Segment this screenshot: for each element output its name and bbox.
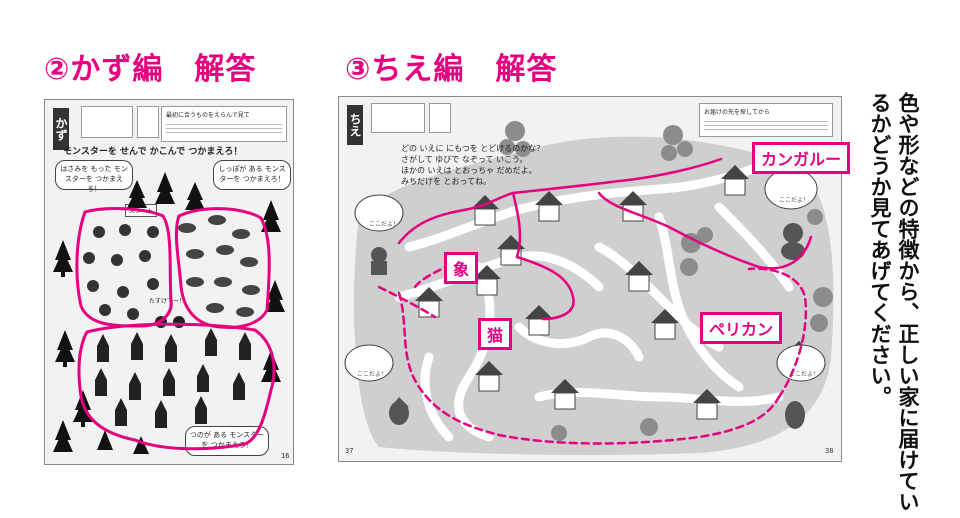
left-title: モンスターを せんで かこんで つかまえろ！ [63,147,243,157]
bubble-horn: つのが ある モンスターを つかまえろ！ [185,426,269,456]
left-tip-text: 最初に合うものをえらんで見て [166,112,250,119]
left-page-number: 16 [281,452,290,460]
delivery-map-illustration [344,121,834,455]
left-maze-illustration [53,172,285,454]
deliver-label-2: ここだよ！ [779,197,810,204]
left-page-tab: かず [53,108,69,150]
intro-line-2: さがして ゆびで なぞって いこう。 [401,155,528,164]
deliver-label-1: ここだよ！ [369,221,400,228]
deliver-label-3: ここだよ！ [357,371,388,378]
right-header-box-2 [429,103,451,133]
left-tip-lines [166,121,282,135]
instruction-vertical: 色や形などの特徴から、正しい家に届けているかどうか見てあげてください。 [868,92,920,512]
intro-line-4: みちだけを とおってね。 [401,177,492,186]
left-header-box-2 [137,106,159,138]
right-page-number-left: 37 [345,447,354,455]
right-page-tab: ちえ [347,105,363,145]
deliver-label-4: ここだよ！ [789,371,820,378]
callout-elephant: 象 [444,252,479,284]
right-tip-lines [704,118,828,132]
right-header-box [371,103,425,133]
right-tip-text: お届けの先を探してから [704,109,770,116]
heading-right: ③ちえ編 解答 [345,52,558,87]
callout-pelican: ペリカン [700,312,783,344]
bubble-scissors: はさみを もった モンスターを つかまえろ！ [55,160,133,193]
heading-left: ②かず編 解答 [44,52,257,87]
right-tip-box: お届けの先を探してから [699,103,833,137]
callout-cat: 猫 [478,318,513,350]
right-page-number-right: 38 [825,447,834,455]
left-workbook-page: かず 最初に合うものをえらんで見て モンスターを せんで かこんで つかまえろ！… [44,99,294,465]
help-label: たすけてー！ [149,298,186,305]
intro-line-3: ほかの いえは とおっちゃ だめだよ。 [401,166,537,175]
bubble-tail: しっぽが ある モンスターを つかまえろ！ [213,160,291,190]
intro-line-1: どの いえに にもつを とどけるのかな？ [401,144,545,153]
left-tip-box: 最初に合うものをえらんで見て [161,106,287,142]
callout-kangaroo: カンガルー [752,142,851,174]
left-header-box [81,106,133,138]
